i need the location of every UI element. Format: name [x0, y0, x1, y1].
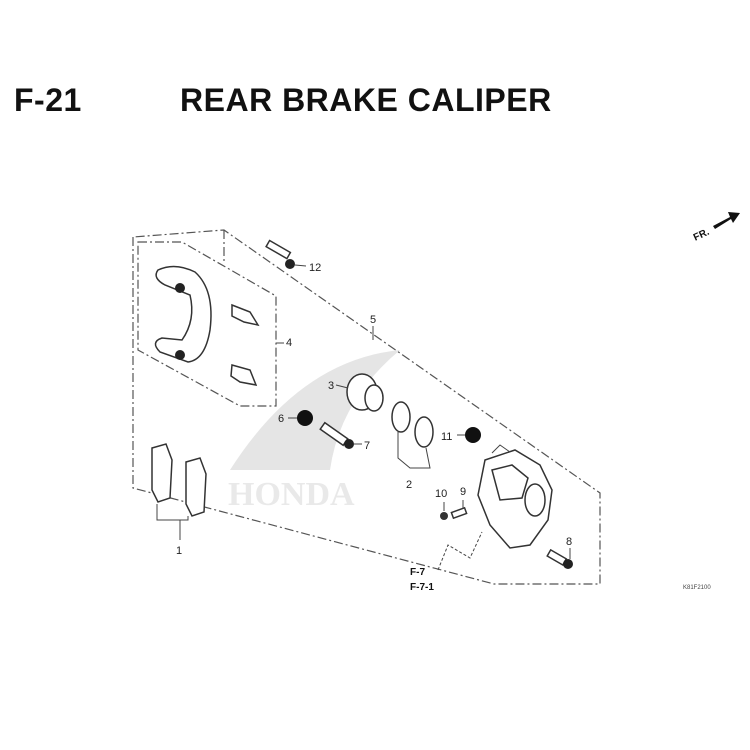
- caliper-body[interactable]: [477, 444, 553, 549]
- page-title: REAR BRAKE CALIPER: [180, 82, 552, 118]
- front-direction-indicator: FR.: [692, 212, 740, 244]
- piston-seals-part-2[interactable]: [391, 401, 434, 469]
- brake-pads-part-1[interactable]: [151, 443, 207, 540]
- reference-f7: F-7: [410, 567, 425, 578]
- svg-text:FR.: FR.: [692, 227, 711, 244]
- cap-part-6[interactable]: [288, 410, 313, 426]
- callout-6: 6: [278, 413, 284, 425]
- diagram-code: K81F2100: [683, 585, 711, 591]
- bleeder-screw-part-10[interactable]: [440, 502, 448, 520]
- callout-7: 7: [364, 440, 370, 452]
- callout-11: 11: [441, 431, 452, 443]
- bleeder-part-9[interactable]: [450, 500, 468, 520]
- piston-part-3[interactable]: [335, 373, 384, 412]
- callout-12: 12: [309, 262, 321, 274]
- caliper-bracket[interactable]: [154, 265, 212, 363]
- bolt-part-8[interactable]: [546, 548, 573, 569]
- arrow-icon: [713, 212, 740, 229]
- honda-watermark: HONDA: [228, 350, 400, 513]
- assembly-outline-bracket: [137, 241, 277, 407]
- callout-9: 9: [460, 486, 466, 498]
- pad-spring-clips-part-4[interactable]: [230, 303, 284, 386]
- callout-8: 8: [566, 536, 572, 548]
- callout-3: 3: [328, 380, 334, 392]
- callout-10: 10: [435, 488, 447, 500]
- bolt-part-12[interactable]: [265, 239, 307, 269]
- bleeder-cap-part-11[interactable]: [457, 427, 481, 443]
- reference-f7-1: F-7-1: [410, 582, 434, 593]
- callout-1: 1: [176, 545, 182, 557]
- callout-2: 2: [406, 479, 412, 491]
- svg-text:HONDA: HONDA: [228, 476, 355, 513]
- callout-5: 5: [370, 314, 376, 326]
- pin-part-7[interactable]: [319, 421, 362, 449]
- callout-4: 4: [286, 337, 292, 349]
- reference-leader: [437, 531, 483, 571]
- figure-number: F-21: [14, 82, 82, 118]
